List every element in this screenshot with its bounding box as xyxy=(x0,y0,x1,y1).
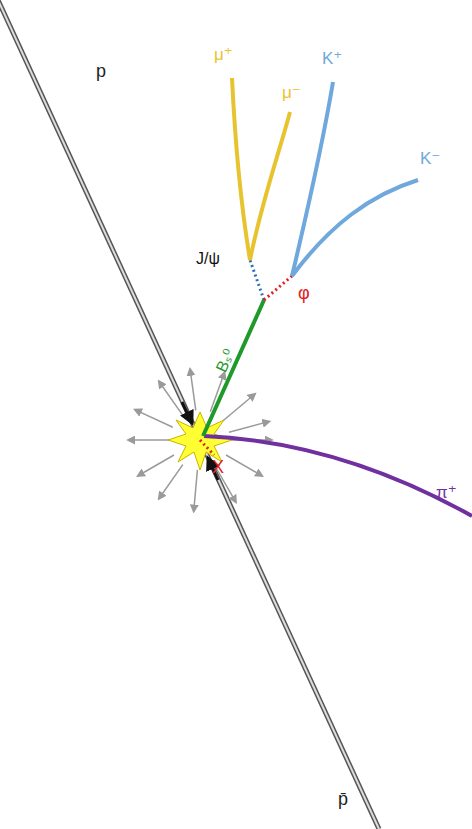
outgoing-track xyxy=(194,470,198,512)
bs-label: Bₛ⁰ xyxy=(213,347,239,375)
muon-minus-track xyxy=(250,112,290,260)
x-track xyxy=(200,440,214,455)
kaon-minus-track xyxy=(292,180,418,276)
antiproton-label: p̄ xyxy=(338,790,348,810)
outgoing-track xyxy=(226,455,262,476)
outgoing-track xyxy=(159,465,183,499)
beam-line xyxy=(0,0,379,829)
beam-line-core xyxy=(0,0,379,829)
outgoing-track xyxy=(190,369,196,411)
bs-track xyxy=(203,300,264,436)
outgoing-track xyxy=(229,421,270,432)
outgoing-track xyxy=(138,455,174,476)
kaon-label: K⁺ xyxy=(322,50,342,69)
proton-arrow xyxy=(182,402,192,423)
phi-label: φ xyxy=(298,284,310,304)
muon-label: μ⁻ xyxy=(282,84,301,103)
jpsi-track xyxy=(250,260,264,300)
proton-label: p xyxy=(96,62,106,82)
x-label: X xyxy=(212,458,224,478)
outgoing-track xyxy=(159,381,183,415)
muon-label: μ⁺ xyxy=(214,46,233,65)
pion-label: π⁺ xyxy=(436,484,457,503)
jpsi-label: J/ψ xyxy=(196,250,220,268)
kaon-plus-track xyxy=(292,82,333,276)
outgoing-track xyxy=(135,410,173,428)
pion-track xyxy=(204,436,472,516)
kaon-label: K⁻ xyxy=(420,150,440,169)
muon-plus-track xyxy=(232,78,250,260)
outgoing-track xyxy=(223,394,255,421)
outgoing-track xyxy=(128,439,170,441)
phi-track xyxy=(264,276,292,300)
